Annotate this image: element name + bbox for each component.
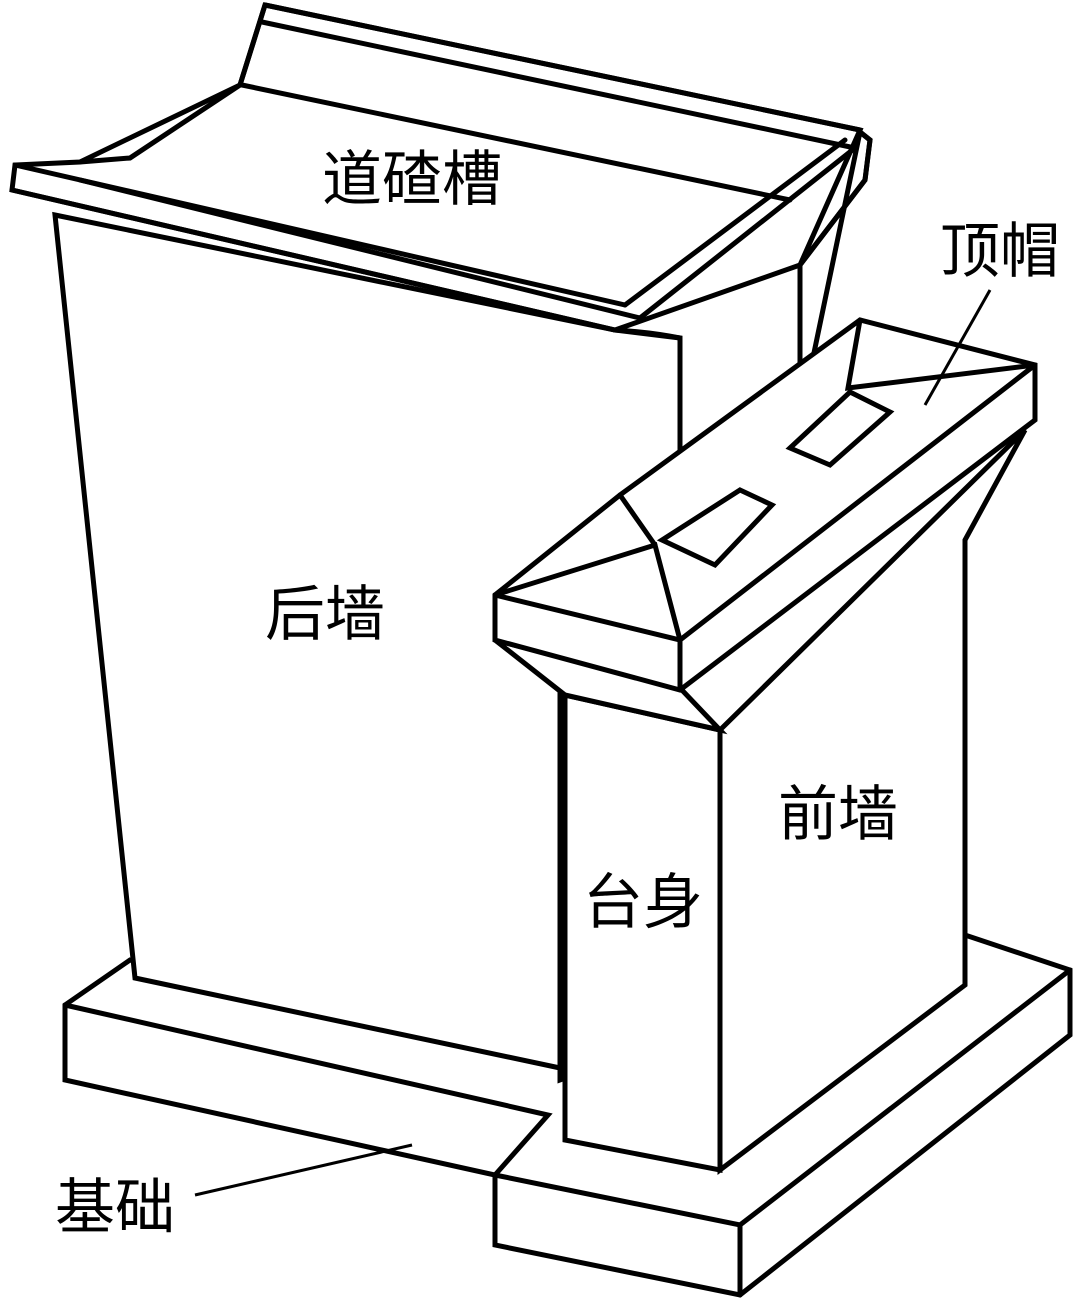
foundation-label: 基础 [55, 1173, 175, 1243]
cap-leader-line [923, 289, 992, 406]
cap-shape [492, 317, 1038, 693]
foundation-leader-line [194, 1143, 413, 1197]
ballast-trough-shape [9, 2, 864, 333]
abutment-body-label: 台身 [583, 868, 703, 938]
cap-label: 顶帽 [940, 217, 1060, 287]
back-wall-label: 后墙 [265, 580, 385, 650]
abutment-body-shape [493, 428, 1028, 1176]
front-wall-label: 前墙 [778, 780, 898, 850]
ballast-trough-label: 道碴槽 [322, 145, 502, 215]
